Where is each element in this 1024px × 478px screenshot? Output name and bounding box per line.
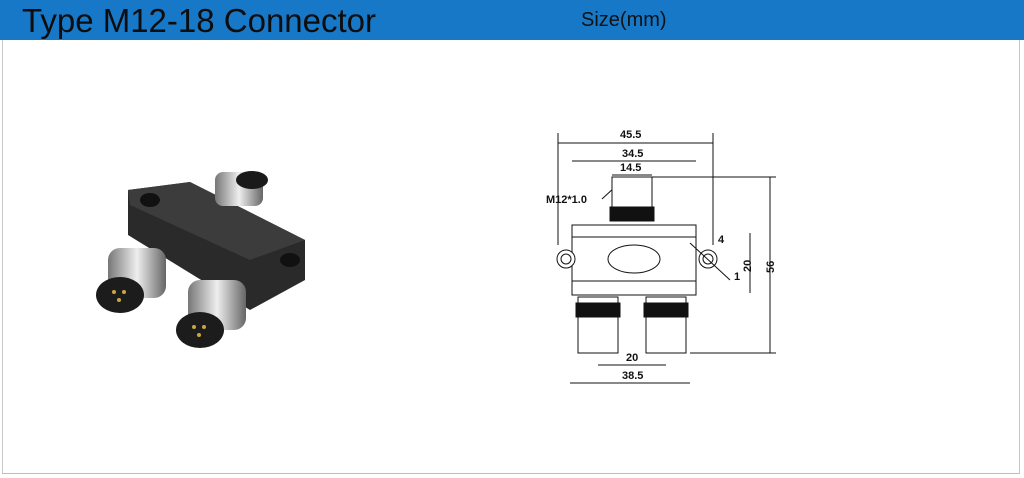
dim-port-spacing: 20 xyxy=(626,352,638,364)
dim-body-height: 20 xyxy=(742,260,754,272)
dim-side-small2: 1 xyxy=(734,271,740,283)
dim-thread-spec: M12*1.0 xyxy=(546,194,587,206)
unit-label: Size(mm) xyxy=(581,9,667,31)
dim-side-small: 4 xyxy=(718,234,725,246)
dim-overall-height: 56 xyxy=(765,261,777,273)
header-bar xyxy=(0,0,1024,40)
dim-overall-width: 45.5 xyxy=(620,129,641,141)
dimension-drawing: 45.5 34.5 14.5 M12*1.0 4 1 20 56 20 38.5 xyxy=(546,129,777,384)
connector-photo xyxy=(96,171,305,348)
dim-inner-width: 34.5 xyxy=(622,148,643,160)
dim-bottom-width: 38.5 xyxy=(622,370,643,382)
dim-thread-width: 14.5 xyxy=(620,162,641,174)
page-title: Type M12-18 Connector xyxy=(22,2,377,39)
content-frame xyxy=(2,40,1020,474)
